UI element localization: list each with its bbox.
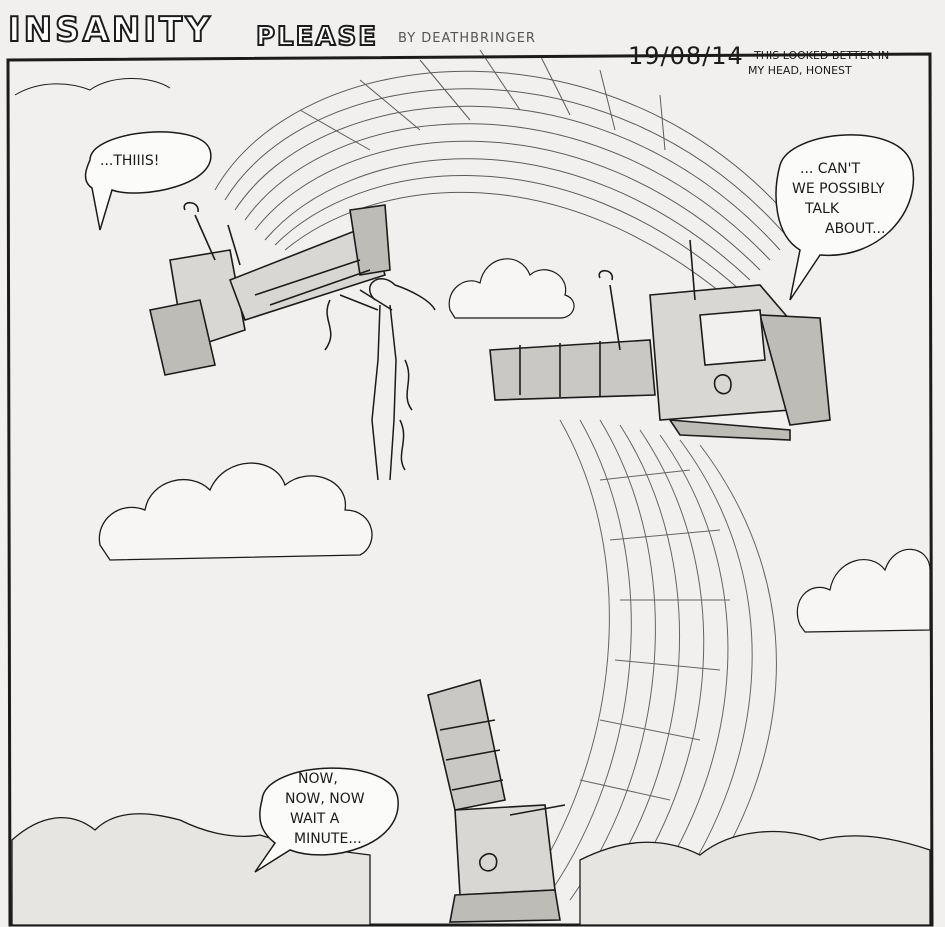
speech-bubble-right [775, 134, 915, 301]
speech-right-line3: TALK [805, 201, 840, 217]
falling-figure [324, 278, 436, 481]
bottom-robot [427, 678, 566, 923]
panel-border [6, 52, 934, 927]
comic-title-part2: PLEASE [255, 21, 378, 53]
speech-bottom-line2: NOW, NOW [285, 791, 365, 807]
speech-bottom-line4: MINUTE... [294, 831, 362, 847]
speech-left-text: ...THIIIS! [100, 153, 160, 169]
comic-byline: BY DEATHBRINGER [398, 31, 536, 46]
speech-bubble-left [84, 131, 212, 231]
speech-right-line4: ABOUT... [825, 221, 886, 237]
comic-title: INSANITY [7, 9, 213, 51]
speech-right-line1: ... CAN'T [800, 161, 861, 177]
motion-arc-right [519, 419, 777, 901]
cloud-middle [448, 258, 575, 319]
author-note-line2: MY HEAD, HONEST [748, 64, 852, 77]
speech-bubble-bottom [254, 767, 399, 873]
left-robot [149, 201, 391, 376]
speech-right-line2: WE POSSIBLY [792, 181, 885, 197]
cloud-left [98, 462, 373, 561]
cloud-right [796, 548, 931, 633]
motion-arc-top [214, 49, 801, 301]
right-robot [489, 239, 831, 441]
cloud-top-left [14, 78, 171, 96]
speech-bottom-line1: NOW, [298, 771, 338, 787]
speech-bottom-line3: WAIT A [290, 811, 340, 827]
